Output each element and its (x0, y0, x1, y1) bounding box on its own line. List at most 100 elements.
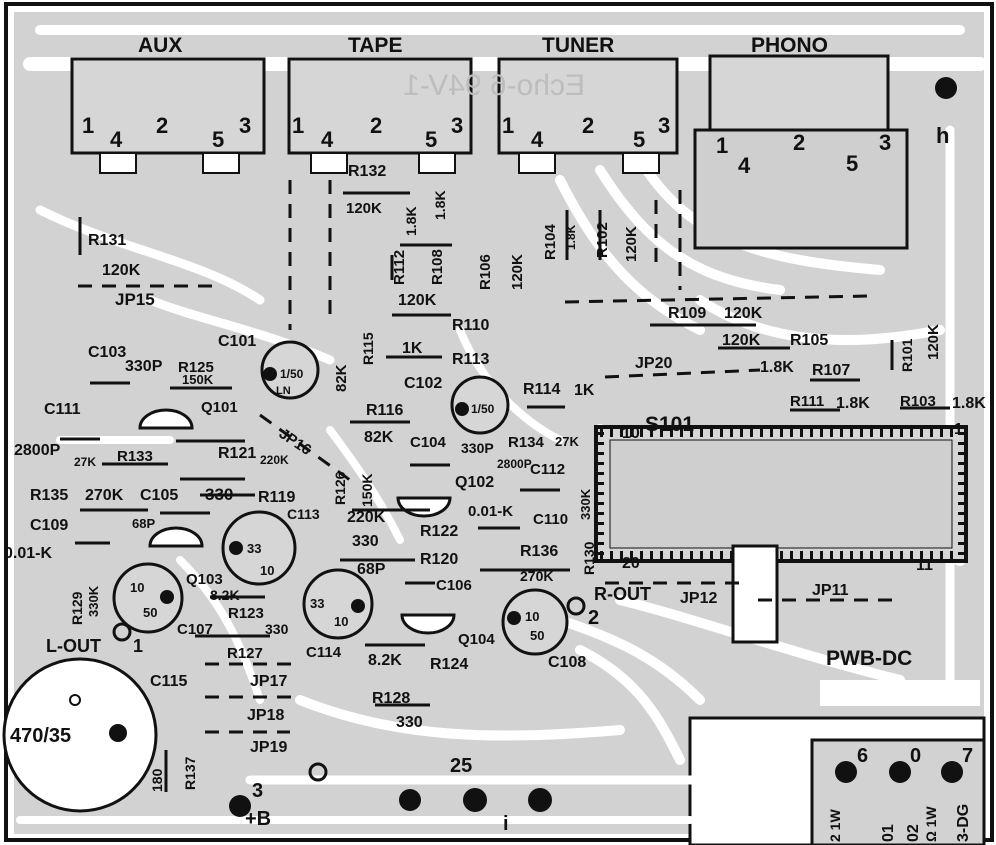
label-r110: R110 (452, 317, 489, 334)
corner-text-1w: 2 1W (827, 809, 843, 842)
label-r122v: 220K (347, 509, 386, 526)
board-name: PWB-DC (826, 647, 912, 670)
jumper-wires (78, 180, 900, 734)
cap-c113-body (221, 510, 297, 586)
label-c134v: 2800P (497, 457, 532, 471)
mirrored-silkscreen: Echo-6 94V-1 (403, 69, 585, 102)
transistor-q103-body (148, 526, 204, 548)
jack-tuner-pin-1: 4 (531, 127, 544, 152)
jack-phono-label: PHONO (751, 34, 828, 57)
cap-c115-body (2, 657, 158, 813)
label-r113v: 1K (402, 340, 423, 357)
cap-c102-body (450, 375, 510, 435)
label-r101: R101 (899, 338, 915, 372)
label-c101: C101 (218, 333, 256, 350)
label-r124v: 8.2K (368, 652, 402, 669)
label-jp20: JP20 (635, 355, 672, 372)
label-c110v: 0.01-K (468, 503, 513, 520)
jack-aux-label: AUX (138, 34, 182, 57)
label-r125v: 150K (182, 372, 214, 387)
label-r116: R116 (366, 402, 403, 419)
label-r136v: 270K (520, 568, 553, 584)
label-r123v2: 330 (265, 621, 289, 637)
label-c114: C114 (306, 644, 342, 661)
label-r119: R119 (258, 489, 295, 506)
label-r124: R124 (430, 656, 468, 673)
jack-aux-pin-1: 4 (110, 127, 123, 152)
corner-pin-7: 7 (962, 745, 973, 767)
label-r108v: 1.8K (432, 190, 448, 220)
solder-pads (229, 77, 963, 817)
label-r137v: 180 (149, 768, 165, 792)
label-r114: R114 (523, 381, 560, 398)
label-r126: R126 (332, 471, 348, 505)
jack-aux-pin-0: 1 (82, 113, 94, 138)
label-r113: R113 (452, 351, 489, 368)
cap-c114-body (302, 568, 374, 640)
l-out-label: L-OUT (46, 636, 101, 656)
cap-c101-body (260, 340, 320, 400)
component-outlines (60, 191, 950, 792)
label-r105v: 120K (722, 332, 761, 349)
label-r116v: 82K (364, 429, 394, 446)
label-r114v: 1K (574, 382, 595, 399)
label-r105: R105 (790, 332, 828, 349)
label-r128v: 330 (396, 714, 423, 731)
jack-tuner-pin-0: 1 (502, 113, 514, 138)
label-r128: R128 (372, 690, 410, 707)
label-c112: C112 (530, 461, 565, 478)
label-c104: C104 (410, 434, 447, 451)
label-r137: R137 (182, 756, 198, 790)
label-jp11: JP11 (812, 582, 849, 599)
label-r104: R104 (542, 223, 559, 260)
cap-c116-body (112, 562, 184, 634)
label-c108: C108 (548, 654, 586, 671)
label-r132: R132 (348, 163, 386, 180)
jack-phono-pin-0: 1 (716, 133, 728, 158)
label-r112v: 1.8K (403, 206, 419, 236)
terminal-i: i (503, 813, 509, 835)
jack-aux-pin-3: 5 (212, 127, 224, 152)
label-c109: C109 (30, 517, 68, 534)
open-pads (112, 596, 586, 782)
label-r135v: 270K (85, 487, 124, 504)
label-r120v: 68P (357, 561, 386, 578)
jack-tuner-pin-4: 3 (658, 113, 670, 138)
label-r131v: 120K (102, 262, 141, 279)
label-r133: R133 (117, 448, 153, 465)
label-r103: R103 (900, 393, 936, 410)
jack-tape-pin-0: 1 (292, 113, 304, 138)
label-c103: C103 (88, 344, 126, 361)
label-jp18: JP18 (247, 707, 284, 724)
label-c101v: 1/50 (280, 367, 304, 381)
label-c108v2: 50 (530, 628, 544, 643)
jack-tape-pin-2: 2 (370, 113, 382, 138)
label-c110: C110 (533, 511, 568, 528)
jack-tape-pin-4: 3 (451, 113, 463, 138)
label-r107v: 1.8K (760, 359, 794, 376)
transistor-q101-body (138, 408, 194, 430)
label-r135: R135 (30, 487, 68, 504)
label-c106: C106 (436, 577, 472, 594)
jack-tuner-label: TUNER (542, 34, 614, 57)
label-r130v: 330K (578, 488, 593, 520)
label-c115v: 470/35 (10, 725, 71, 747)
corner-pin-6: 6 (857, 745, 868, 767)
label-r123v: 8.2K (210, 587, 240, 603)
label-c102v: 1/50 (471, 402, 495, 416)
r-out-pin: 2 (588, 607, 599, 629)
label-jp12: JP12 (680, 590, 717, 607)
label-r107: R107 (812, 362, 850, 379)
label-c109v: 0.01-K (4, 545, 52, 562)
label-r102v: 120K (623, 226, 640, 262)
phono-jack-body (693, 54, 909, 250)
label-c102: C102 (404, 375, 442, 392)
tape-jack-body (287, 57, 473, 174)
label-r120: R120 (420, 551, 458, 568)
label-r103v: 1.8K (952, 395, 986, 412)
l-out-pin: 1 (133, 636, 143, 656)
label-r136: R136 (520, 543, 558, 560)
label-r129: R129 (69, 591, 85, 625)
